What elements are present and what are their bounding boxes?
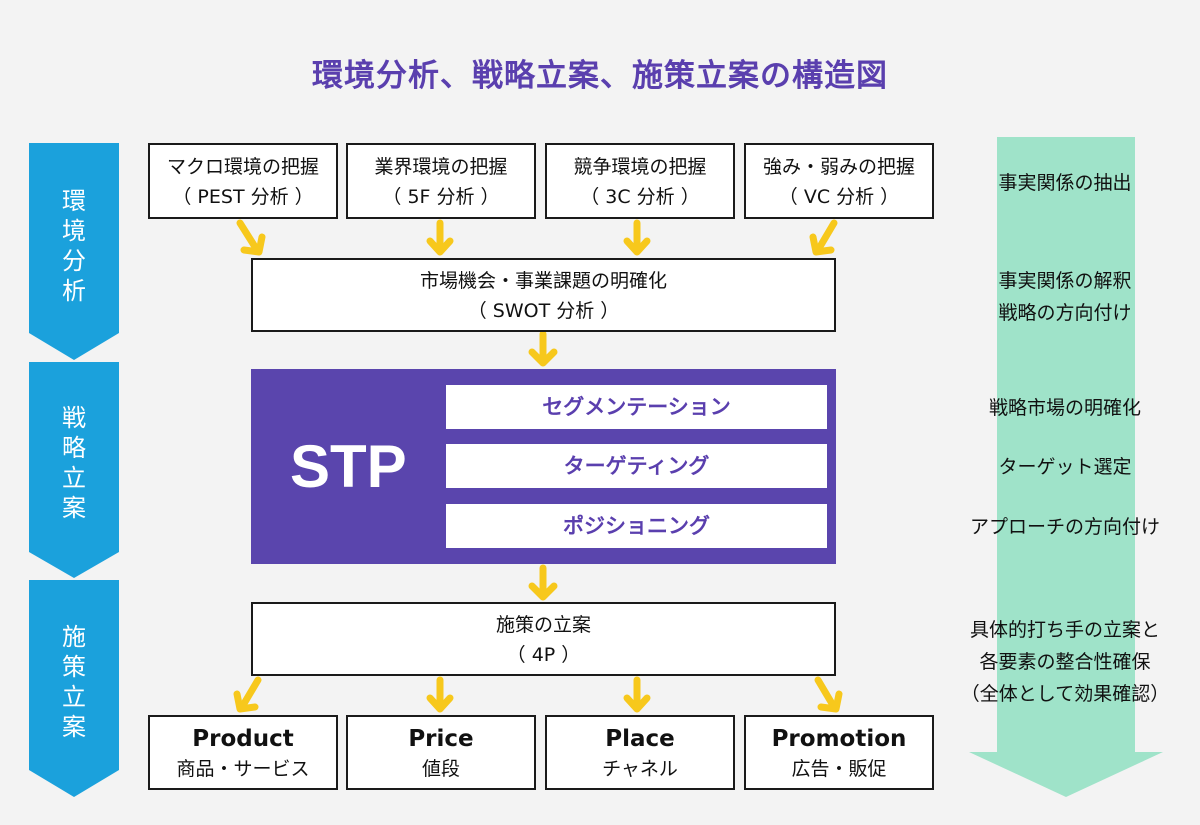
right-flow-arrow: [969, 137, 1163, 797]
phase-label-environment: 環境分析: [59, 186, 89, 306]
box-price-ja: 値段: [421, 758, 460, 780]
note-extract: 事実関係の抽出: [940, 167, 1190, 199]
note-text: （全体として効果確認）: [960, 683, 1170, 705]
box-place: Place チャネル: [545, 715, 735, 790]
box-plan: 施策の立案 （ 4P ）: [251, 602, 836, 676]
box-price: Price 値段: [346, 715, 536, 790]
stp-step-targeting: ターゲティング: [446, 444, 827, 488]
flow-arrow-env-2: [426, 219, 454, 256]
flow-arrow-swot-stp: [528, 330, 558, 367]
box-pest: マクロ環境の把握 （ PEST 分析 ）: [148, 143, 338, 219]
box-promotion-en: Promotion: [771, 726, 907, 752]
box-swot-method: （ SWOT 分析 ）: [467, 300, 620, 322]
box-5f: 業界環境の把握 （ 5F 分析 ）: [346, 143, 536, 219]
flow-arrow-4p-4: [814, 676, 843, 713]
phase-label-text: 施策立案: [62, 623, 86, 741]
box-plan-method: （ 4P ）: [506, 644, 581, 666]
box-promotion: Promotion 広告・販促: [744, 715, 934, 790]
box-place-en: Place: [605, 726, 675, 752]
note-market: 戦略市場の明確化: [940, 392, 1190, 424]
note-plan: 具体的打ち手の立案と 各要素の整合性確保 （全体として効果確認）: [940, 614, 1190, 710]
diagram-title: 環境分析、戦略立案、施策立案の構造図: [312, 58, 888, 94]
flow-arrow-env-3: [623, 219, 651, 256]
box-swot: 市場機会・事業課題の明確化 （ SWOT 分析 ）: [251, 258, 836, 332]
note-text: アプローチの方向付け: [969, 516, 1160, 538]
note-text: 各要素の整合性確保: [979, 651, 1151, 673]
box-product-ja: 商品・サービス: [176, 758, 310, 780]
note-text: 戦略の方向付け: [998, 302, 1132, 324]
flow-arrow-stp-plan: [528, 564, 558, 601]
note-text: 事実関係の解釈: [998, 270, 1132, 292]
flow-arrow-env-4: [809, 219, 838, 256]
phase-label-plan: 施策立案: [59, 622, 89, 742]
flow-arrow-4p-1: [233, 676, 262, 713]
box-promotion-ja: 広告・販促: [791, 758, 887, 780]
flow-arrow-4p-2: [426, 676, 454, 713]
phase-label-text: 戦略立案: [62, 404, 86, 522]
box-3c: 競争環境の把握 （ 3C 分析 ）: [545, 143, 735, 219]
note-text: 事実関係の抽出: [998, 172, 1132, 194]
box-vc: 強み・弱みの把握 （ VC 分析 ）: [744, 143, 934, 219]
note-target: ターゲット選定: [940, 451, 1190, 483]
box-3c-title: 競争環境の把握: [573, 156, 707, 178]
box-plan-title: 施策の立案: [495, 614, 591, 636]
phase-label-text: 環境分析: [62, 187, 86, 305]
note-text: 具体的打ち手の立案と: [969, 619, 1160, 641]
box-place-ja: チャネル: [602, 758, 678, 780]
box-5f-method: （ 5F 分析 ）: [382, 186, 500, 208]
flow-arrow-4p-3: [623, 676, 651, 713]
box-vc-title: 強み・弱みの把握: [762, 156, 915, 178]
phase-arrow-strategy: [29, 362, 119, 578]
note-approach: アプローチの方向付け: [940, 511, 1190, 543]
note-interpret: 事実関係の解釈 戦略の方向付け: [940, 265, 1190, 329]
flow-arrow-env-1: [236, 219, 266, 256]
box-vc-method: （ VC 分析 ）: [778, 186, 900, 208]
phase-arrow-plan: [29, 580, 119, 797]
stp-label: STP: [290, 433, 407, 500]
box-product-en: Product: [192, 726, 294, 752]
box-pest-title: マクロ環境の把握: [166, 156, 319, 178]
stp-step-positioning: ポジショニング: [446, 504, 827, 548]
stp-step-segmentation: セグメンテーション: [446, 385, 827, 429]
note-text: ターゲット選定: [998, 456, 1132, 478]
box-price-en: Price: [408, 726, 474, 752]
phase-label-strategy: 戦略立案: [59, 403, 89, 523]
box-3c-method: （ 3C 分析 ）: [580, 186, 700, 208]
box-product: Product 商品・サービス: [148, 715, 338, 790]
box-5f-title: 業界環境の把握: [374, 156, 508, 178]
box-pest-method: （ PEST 分析 ）: [172, 186, 314, 208]
box-swot-title: 市場機会・事業課題の明確化: [419, 270, 667, 292]
phase-arrow-environment: [29, 143, 119, 360]
note-text: 戦略市場の明確化: [988, 397, 1141, 419]
